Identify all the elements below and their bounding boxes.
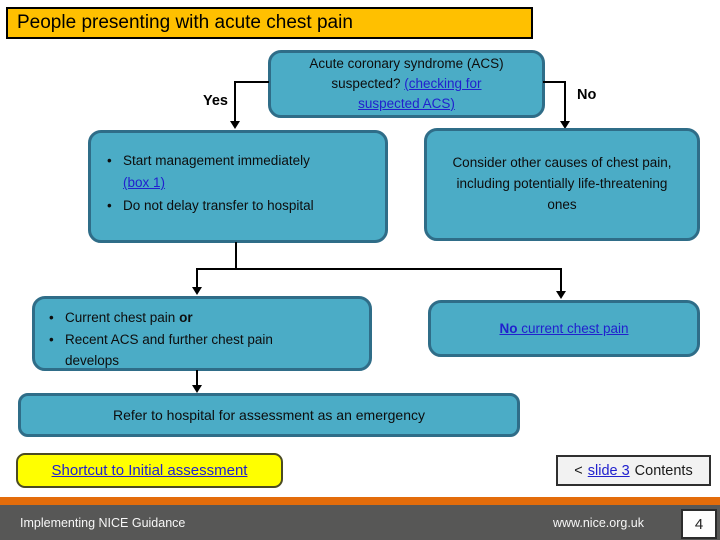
arrowhead-nocurrent-icon <box>556 291 566 299</box>
refer-to-hospital-text: Refer to hospital for assessment as an e… <box>112 407 426 423</box>
consider-other-causes-text: Consider other causes of chest pain, inc… <box>452 155 672 212</box>
decision-box-text: Acute coronary syndrome (ACS) suspected?… <box>309 54 503 115</box>
bullet-icon: • <box>107 153 112 168</box>
arrowhead-no-icon <box>560 121 570 129</box>
start-management-box: • Start management immediately (box 1) •… <box>88 130 388 243</box>
arrowhead-refer-icon <box>192 385 202 393</box>
page-title: People presenting with acute chest pain <box>6 7 533 39</box>
current-chest-pain-box: • Current chest pain or • Recent ACS and… <box>32 296 372 371</box>
shortcut-initial-assessment-link[interactable]: Shortcut to Initial assessment <box>51 462 248 479</box>
manage-bullet-2-text: Do not delay transfer to hospital <box>123 197 314 213</box>
footer-brand-text: Implementing NICE Guidance <box>20 515 186 530</box>
connector-no-vertical <box>564 81 566 122</box>
currentpain-bullet-2-text: Recent ACS and further chest pain develo… <box>65 329 361 372</box>
refer-to-hospital-box: Refer to hospital for assessment as an e… <box>18 393 520 437</box>
currentpain-bullet-1-label: Current chest pain <box>65 310 176 325</box>
bullet-icon: • <box>49 310 54 325</box>
manage-bullet-1: • Start management immediately (box 1) <box>107 150 375 195</box>
manage-bullet-1-text: Start management immediately (box 1) <box>123 150 375 195</box>
currentpain-bullet-2: • Recent ACS and further chest pain deve… <box>49 329 361 372</box>
connector-manage-down <box>235 242 237 270</box>
currentpain-bullet-1: • Current chest pain or <box>49 307 361 329</box>
no-current-chest-pain-box: No current chest pain <box>428 300 700 357</box>
decision-box-acs-suspected: Acute coronary syndrome (ACS) suspected?… <box>268 50 545 118</box>
currentpain-bullet-1-text: Current chest pain or <box>65 307 361 329</box>
slide-navigation: < slide 3 Contents <box>556 455 711 486</box>
nav-prev-symbol: < <box>574 462 583 479</box>
shortcut-initial-assessment-button[interactable]: Shortcut to Initial assessment <box>16 453 283 488</box>
arrowhead-currentpain-icon <box>192 287 202 295</box>
currentpain-bullet-2-label: Recent ACS and further chest pain develo… <box>65 331 273 369</box>
footer-bar: Implementing NICE Guidance www.nice.org.… <box>0 505 720 540</box>
no-branch-label: No <box>577 87 597 103</box>
connector-nocurrent-vertical <box>560 268 562 292</box>
box-1-link[interactable]: (box 1) <box>123 175 166 191</box>
connector-yes-vertical <box>234 81 236 122</box>
connector-no-horizontal <box>543 81 566 83</box>
nav-slide-3-link[interactable]: slide 3 <box>587 462 630 479</box>
connector-currentpain-vertical <box>196 268 198 288</box>
currentpain-or-label: or <box>179 310 193 325</box>
connector-yes-horizontal <box>235 81 269 83</box>
no-current-rest: current chest pain <box>517 321 629 336</box>
manage-bullet-2: • Do not delay transfer to hospital <box>107 195 375 217</box>
no-current-bold: No <box>499 321 518 336</box>
bullet-icon: • <box>107 197 112 213</box>
connector-split-horizontal <box>197 268 562 270</box>
footer-url: www.nice.org.uk <box>552 515 644 530</box>
checking-for-suspected-acs-link-line2[interactable]: suspected ACS) <box>358 96 455 112</box>
checking-for-suspected-acs-link[interactable]: (checking for <box>404 75 482 91</box>
decision-line1: Acute coronary syndrome (ACS) <box>309 55 504 71</box>
page-title-text: People presenting with acute chest pain <box>17 12 353 33</box>
consider-other-causes-box: Consider other causes of chest pain, inc… <box>424 128 700 241</box>
bullet-icon: • <box>49 331 54 347</box>
manage-bullet-1-label: Start management immediately <box>123 153 310 168</box>
page-number: 4 <box>681 509 717 539</box>
accent-stripe <box>0 497 720 505</box>
no-current-chest-pain-link[interactable]: No current chest pain <box>499 321 628 336</box>
nav-contents-link[interactable]: Contents <box>634 462 693 479</box>
arrowhead-yes-icon <box>230 121 240 129</box>
connector-refer-vertical <box>196 370 198 386</box>
yes-branch-label: Yes <box>203 93 228 109</box>
decision-line2-text: suspected? <box>331 75 401 91</box>
